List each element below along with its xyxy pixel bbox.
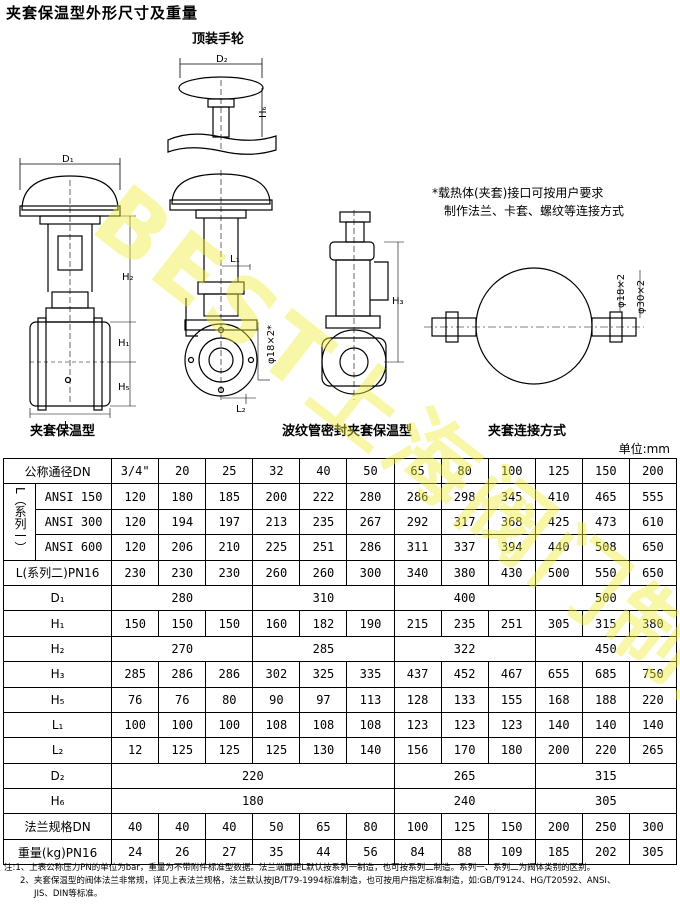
label-l1: L₁ (230, 254, 240, 265)
table-row: D₁ 280 310 400 500 (2, 584, 678, 612)
caption-top-handwheel: 顶装手轮 (192, 32, 245, 47)
label-phi30: φ30×2 (636, 280, 647, 314)
series1-label: L（系列一） (13, 487, 28, 554)
caption-bellows: 波纹管密封夹套保温型 (282, 424, 413, 439)
jacket-connection-note: *载热体(夹套)接口可按用户要求 制作法兰、卡套、螺纹等连接方式 (432, 186, 625, 218)
label-h6: H₆ (258, 106, 269, 118)
table-row: H₆ 180 240 305 (2, 788, 678, 815)
unit-label: 单位:mm (618, 442, 670, 456)
caption-jacket: 夹套保温型 (30, 424, 96, 439)
jacket-connection-drawing (424, 267, 644, 385)
label-h3: H₃ (392, 296, 404, 307)
table-row: D₂ 220 265 315 (2, 762, 678, 790)
label-d2: D₂ (216, 54, 228, 65)
label-h1: H₁ (118, 338, 130, 349)
caption-connection: 夹套连接方式 (488, 424, 567, 439)
label-h2: H₂ (122, 272, 134, 283)
label-d1: D₁ (62, 154, 74, 165)
technical-drawings: D₂ H₆ D₁ H₂ H₁ H₅ L L₁ L₂ φ18×2* H₃ φ18×… (19, 54, 647, 431)
label-l2: L₂ (236, 404, 246, 415)
page-title: 夹套保温型外形尺寸及重量 (6, 4, 199, 22)
label-h5: H₅ (118, 382, 130, 393)
footnotes: 注:1、上表公称压力PN的单位为bar，重量为不带附件标准型数据。法兰端面距L默… (4, 863, 616, 899)
jacket-type-drawing (19, 158, 136, 418)
bellows-jacket-drawing (169, 170, 404, 404)
handwheel-drawing (167, 58, 277, 155)
label-phi18-b: φ18×2 (616, 274, 627, 308)
label-l: L (64, 420, 70, 431)
label-phi18-a: φ18×2* (266, 325, 277, 364)
